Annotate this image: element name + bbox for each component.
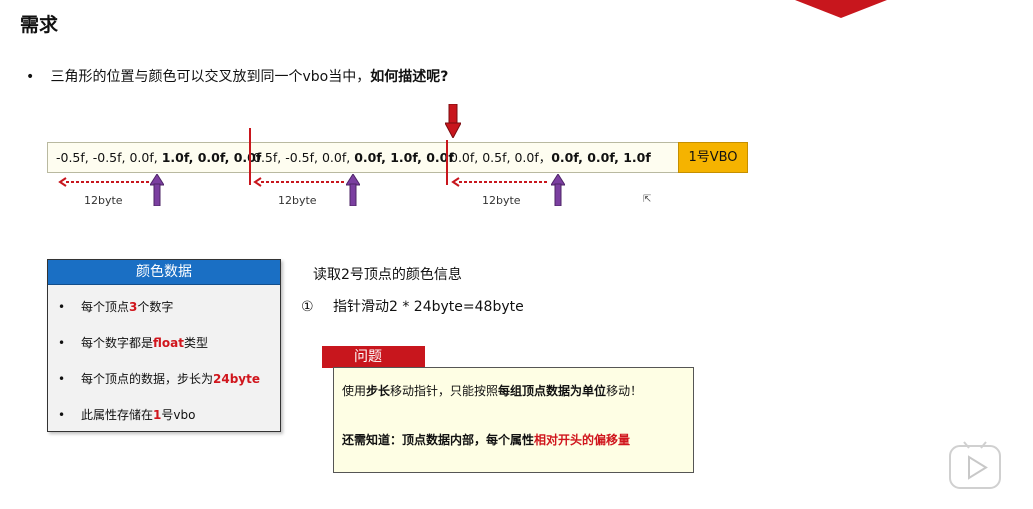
list-item: 每个数字都是float类型 [48,325,280,361]
vbo-seg1-position: -0.5f, -0.5f, 0.0f, [56,150,162,165]
up-arrow-icon [150,174,164,206]
item-highlight: 3 [129,300,138,314]
vbo-seg2-position: 0.5f, -0.5f, 0.0f, [253,150,355,165]
item-text: 每个数字都是 [81,336,154,350]
item-text: 个数字 [137,300,174,314]
dotted-left-arrow-icon [451,177,549,187]
bullet-line: • 三角形的位置与颜色可以交叉放到同一个vbo当中，如何描述呢? [26,66,448,86]
list-item: 每个顶点的数据，步长为24byte [48,361,280,397]
vbo-seg3-position: 0.0f, 0.5f, 0.0f， [450,150,552,165]
vertex-divider-1 [249,128,251,185]
vbo-segment-2: 0.5f, -0.5f, 0.0f, 0.0f, 1.0f, 0.0f [253,143,454,172]
bullet-bold-text: 如何描述呢? [370,69,449,85]
bullet-text: 三角形的位置与颜色可以交叉放到同一个vbo当中， [50,69,371,85]
play-icon[interactable] [948,440,1002,490]
byte-label-3: 12byte [482,194,521,207]
vbo-segment-3: 0.0f, 0.5f, 0.0f，0.0f, 0.0f, 1.0f [450,143,651,172]
vbo-segment-1: -0.5f, -0.5f, 0.0f, 1.0f, 0.0f, 0.0f [56,143,261,172]
byte-label-2: 12byte [278,194,317,207]
list-item: 此属性存储在1号vbo [48,397,280,433]
question-line-2: 还需知道：顶点数据内部，每个属性相对开头的偏移量 [342,431,630,448]
vertex-divider-2 [446,140,448,185]
page-title: 需求 [20,14,59,36]
dotted-left-arrow-icon [58,177,150,187]
up-arrow-icon [551,174,565,206]
q-text: 移动指针，只能按照 [390,384,499,398]
step-number: ① [301,299,314,315]
q-bold: 步长 [366,384,391,398]
q-bold: 每组顶点数据为单位 [498,384,607,398]
item-text: 此属性存储在 [81,408,154,422]
color-data-header: 颜色数据 [48,260,280,285]
step-text: 指针滑动2 * 24byte=48byte [333,299,524,315]
corner-red-decoration [795,0,887,18]
q-text: 移动！ [606,384,643,398]
down-arrow-icon [445,104,461,138]
item-highlight: float [153,336,184,350]
item-highlight: 24byte [213,372,261,386]
vbo-seg3-color: 0.0f, 0.0f, 1.0f [551,150,651,165]
read-step: ① 指针滑动2 * 24byte=48byte [301,296,524,316]
vbo-seg2-color: 0.0f, 1.0f, 0.0f [354,150,454,165]
item-text: 类型 [184,336,209,350]
item-text: 每个顶点 [81,300,130,314]
vbo-seg1-color: 1.0f, 0.0f, 0.0f [161,150,262,165]
read-title: 读取2号顶点的颜色信息 [313,267,462,283]
vbo-bar: -0.5f, -0.5f, 0.0f, 1.0f, 0.0f, 0.0f 0.5… [47,142,748,173]
question-tab: 问题 [322,346,425,368]
up-arrow-icon [346,174,360,206]
cursor-icon: ⇱ [643,194,652,205]
color-data-box: 颜色数据 每个顶点3个数字 每个数字都是float类型 每个顶点的数据，步长为2… [47,259,281,433]
byte-label-1: 12byte [84,194,123,207]
item-text: 每个顶点的数据，步长为 [81,372,214,386]
q-highlight: 相对开头的偏移量 [534,433,631,447]
q-text: 还需知道：顶点数据内部，每个属性 [342,433,535,447]
list-item: 每个顶点3个数字 [48,289,280,325]
bullet-dot: • [26,69,35,85]
question-box: 使用步长移动指针，只能按照每组顶点数据为单位移动！ 还需知道：顶点数据内部，每个… [333,367,694,473]
item-text: 号vbo [161,408,196,422]
dotted-left-arrow-icon [253,177,345,187]
vbo-label: 1号VBO [678,142,748,173]
q-text: 使用 [342,384,367,398]
item-highlight: 1 [153,408,162,422]
question-line-1: 使用步长移动指针，只能按照每组顶点数据为单位移动！ [342,382,642,399]
color-data-list: 每个顶点3个数字 每个数字都是float类型 每个顶点的数据，步长为24byte… [48,285,280,433]
